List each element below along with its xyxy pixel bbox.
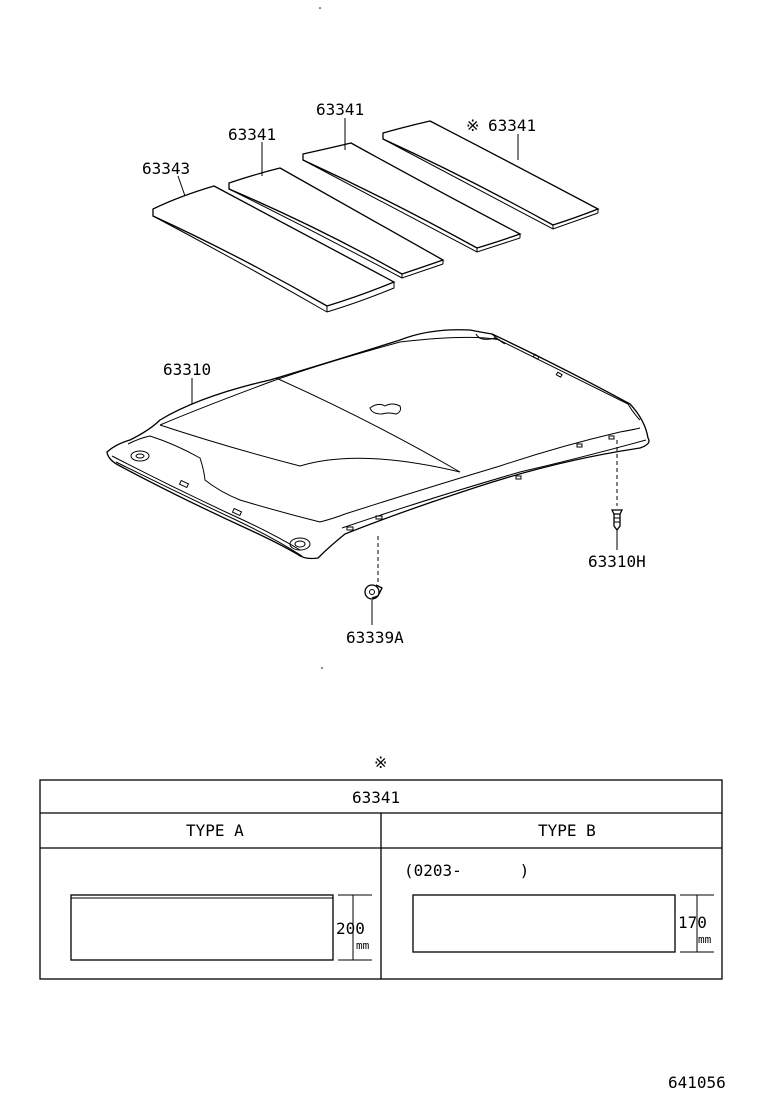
table-part-number: 63341	[352, 788, 400, 807]
clip-63339A[interactable]	[364, 584, 383, 600]
table-header-type-b: TYPE B	[538, 821, 596, 840]
table-header-type-a: TYPE A	[186, 821, 244, 840]
type-a-dimension: 200	[336, 919, 365, 938]
label-63343: 63343	[142, 159, 190, 178]
speck	[319, 7, 321, 9]
type-b-pad	[412, 894, 714, 953]
label-63341-first: 63341	[228, 125, 276, 144]
pad-63341-second[interactable]	[302, 142, 522, 253]
leader-63343	[177, 175, 186, 197]
label-63341-third: 63341	[488, 116, 536, 135]
headliner-63310[interactable]	[106, 329, 650, 560]
type-b-dimension: 170	[678, 913, 707, 932]
label-63341-second: 63341	[316, 100, 364, 119]
mark-63341-third: ※	[466, 116, 479, 135]
table-mark: ※	[374, 753, 387, 772]
pad-63341-first[interactable]	[228, 167, 445, 279]
label-63310: 63310	[163, 360, 211, 379]
pad-63341-third[interactable]	[382, 120, 600, 230]
label-63310H: 63310H	[588, 552, 646, 571]
clip-63310H[interactable]	[610, 509, 624, 532]
label-63339A: 63339A	[346, 628, 404, 647]
type-a-pad	[70, 894, 372, 961]
speck	[321, 667, 323, 669]
pad-63343[interactable]	[152, 185, 396, 313]
figure-number: 641056	[668, 1073, 726, 1092]
variant-table	[39, 779, 723, 980]
type-b-unit: mm	[698, 933, 712, 946]
type-b-date-range: (0203- )	[404, 861, 529, 880]
type-a-unit: mm	[356, 939, 370, 952]
